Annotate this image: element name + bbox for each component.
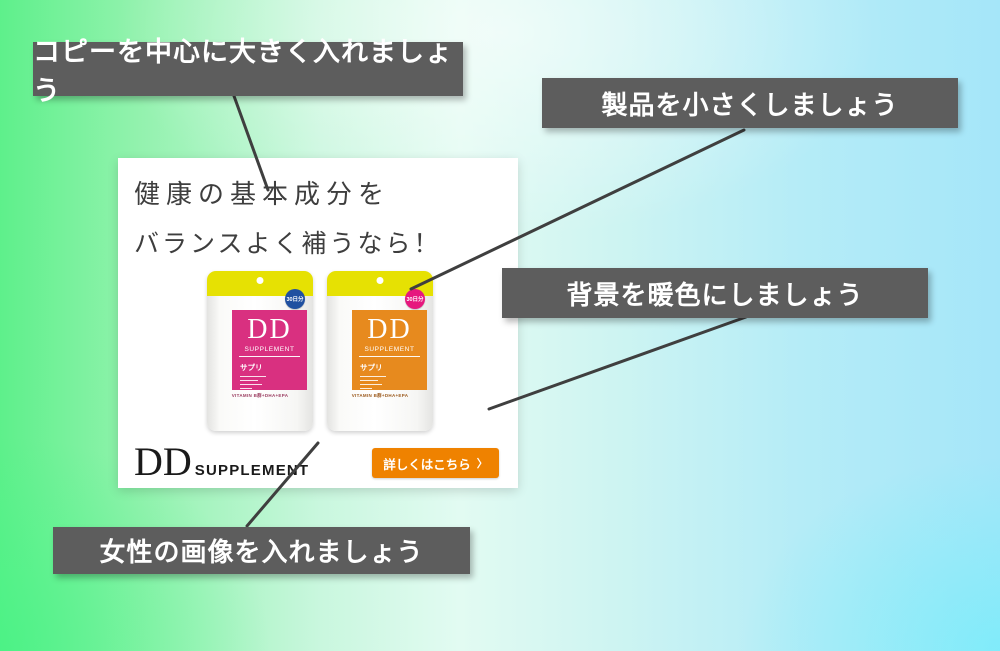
supplement-package-orange: 30日分 DD SUPPLEMENT サプリ VITAMIN B群+DHA+EP…: [327, 271, 433, 431]
days-badge-label: 30日分: [286, 297, 304, 303]
days-badge-label: 30日分: [406, 297, 424, 303]
fine-print-lines: [232, 375, 307, 389]
connector-background-note: [487, 315, 748, 411]
note-product-label: 製品を小さくしましょう: [601, 89, 899, 120]
days-badge: 30日分: [285, 289, 305, 309]
ad-headline-line2: バランスよく補うなら！: [134, 230, 442, 258]
package-label-panel: DD SUPPLEMENT サプリ: [232, 310, 307, 390]
fine-print-lines: [352, 375, 427, 389]
package-jp-label: サプリ: [360, 363, 383, 372]
days-badge: 30日分: [405, 289, 425, 309]
cta-label: 詳しくはこちら: [383, 457, 471, 472]
note-copy-label: コピーを中心に大きく入れましょう: [33, 37, 453, 106]
package-brand-sub: SUPPLEMENT: [359, 346, 420, 357]
ad-banner-mockup: 健康の基本成分を バランスよく補うなら！ 30日分 DD SUPPLEMENT …: [118, 158, 518, 488]
package-top-seal: [207, 271, 313, 296]
supplement-package-pink: 30日分 DD SUPPLEMENT サプリ VITAMIN B群+DHA+EP…: [207, 271, 313, 431]
package-footnote: VITAMIN B群+DHA+EPA: [231, 393, 289, 398]
ad-headline: 健康の基本成分を バランスよく補うなら！: [134, 174, 442, 260]
cta-button[interactable]: 詳しくはこちら 〉: [372, 448, 499, 478]
package-footnote: VITAMIN B群+DHA+EPA: [351, 393, 409, 398]
chevron-right-icon: 〉: [476, 458, 488, 470]
package-brand-sub: SUPPLEMENT: [239, 346, 300, 357]
ad-headline-line1: 健康の基本成分を: [134, 179, 391, 209]
package-label-panel: DD SUPPLEMENT サプリ: [352, 310, 427, 390]
brand-logo-supplement: SUPPLEMENT: [194, 462, 310, 479]
package-brand: DD: [367, 314, 412, 345]
hang-hole: [256, 277, 264, 284]
note-make-product-smaller: 製品を小さくしましょう: [542, 78, 958, 128]
brand-logo: DD SUPPLEMENT: [134, 442, 309, 482]
note-add-woman-image: 女性の画像を入れましょう: [53, 527, 470, 574]
note-warm-background: 背景を暖色にしましょう: [502, 268, 928, 318]
note-woman-label: 女性の画像を入れましょう: [99, 537, 424, 567]
package-brand: DD: [247, 314, 292, 345]
brand-logo-dd: DD: [134, 439, 192, 484]
hang-hole: [376, 277, 384, 284]
note-bg-label: 背景を暖色にしましょう: [566, 279, 864, 310]
package-jp-label: サプリ: [240, 363, 263, 372]
note-copy-center-large: コピーを中心に大きく入れましょう: [33, 37, 463, 106]
